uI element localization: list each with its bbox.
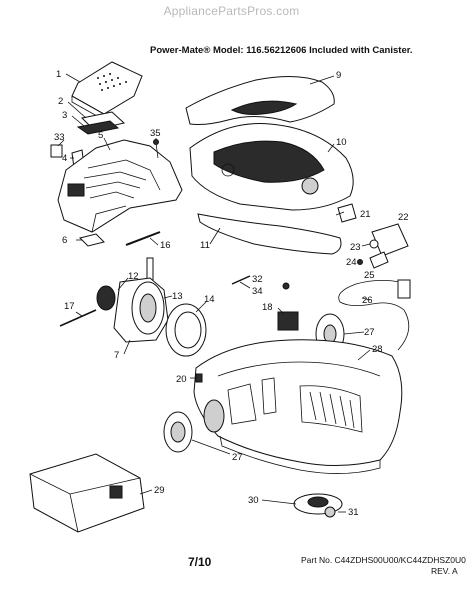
part-20-clip [195,373,203,383]
part-22-bracket [371,223,409,257]
callout-7: 7 [114,350,119,361]
part-21-latch [337,203,357,223]
callout-17: 17 [64,301,75,312]
callout-20: 20 [176,374,187,385]
callout-32: 32 [252,274,263,285]
part-27-wheel-front [163,411,193,453]
part-28-canister-base [193,339,403,474]
part-23-washer [369,239,379,249]
callout-4: 4 [62,153,67,164]
callout-14: 14 [204,294,215,305]
callout-28: 28 [372,344,383,355]
part-11-bumper [197,213,342,255]
part-31-caster-wheel [324,506,336,518]
callout-24: 24 [346,257,357,268]
watermark-text: AppliancePartsPros.com [163,4,300,18]
part-14-gasket-ring [165,303,207,357]
callout-26: 26 [362,295,373,306]
callout-27-front: 27 [232,452,243,463]
part-number: Part No. C44ZDHS00U00/KC44ZDHSZ0U0 [301,555,466,565]
callout-21: 21 [360,209,371,220]
part-9-top-cover [185,75,335,125]
model-title: Power-Mate® Model: 116.56212606 Included… [150,45,413,56]
callout-33: 33 [54,132,65,143]
callout-31: 31 [348,507,359,518]
callout-12: 12 [128,271,139,282]
callout-34: 34 [252,286,263,297]
callout-25: 25 [364,270,375,281]
part-33-switch [50,144,63,158]
callout-6: 6 [62,235,67,246]
callout-23: 23 [350,242,361,253]
part-24-screw [357,259,363,265]
part-32-screw [282,282,290,290]
callout-5: 5 [98,130,103,141]
callout-30: 30 [248,495,259,506]
callout-10: 10 [336,137,347,148]
callout-1: 1 [56,69,61,80]
callout-27-right: 27 [364,327,375,338]
part-5-upper-housing [57,139,183,233]
part-17-rod [59,309,97,327]
callout-29: 29 [154,485,165,496]
part-3-filter-pad [76,120,120,135]
callout-9: 9 [336,70,341,81]
part-25-clip [369,251,389,269]
leader-lines [57,73,371,513]
callout-11: 11 [200,240,210,251]
callout-3: 3 [62,110,67,121]
part-6-pad [79,233,105,247]
part-16-rod [125,231,161,246]
part-18-filter-pad [277,311,299,331]
callout-16: 16 [160,240,171,251]
part-10-lid-frame [189,123,354,211]
part-1-filter-cover [71,61,143,121]
revision-label: REV. A [431,566,458,576]
callout-2: 2 [58,96,63,107]
callout-35: 35 [150,128,161,139]
page-number: 7/10 [188,555,212,569]
part-29-dust-bag [29,453,145,533]
part-26-power-cord [338,279,411,351]
callout-18: 18 [262,302,273,313]
part-34-spring [231,275,251,285]
callout-22: 22 [398,212,409,223]
callout-13: 13 [172,291,183,302]
part-13-motor [113,277,169,343]
